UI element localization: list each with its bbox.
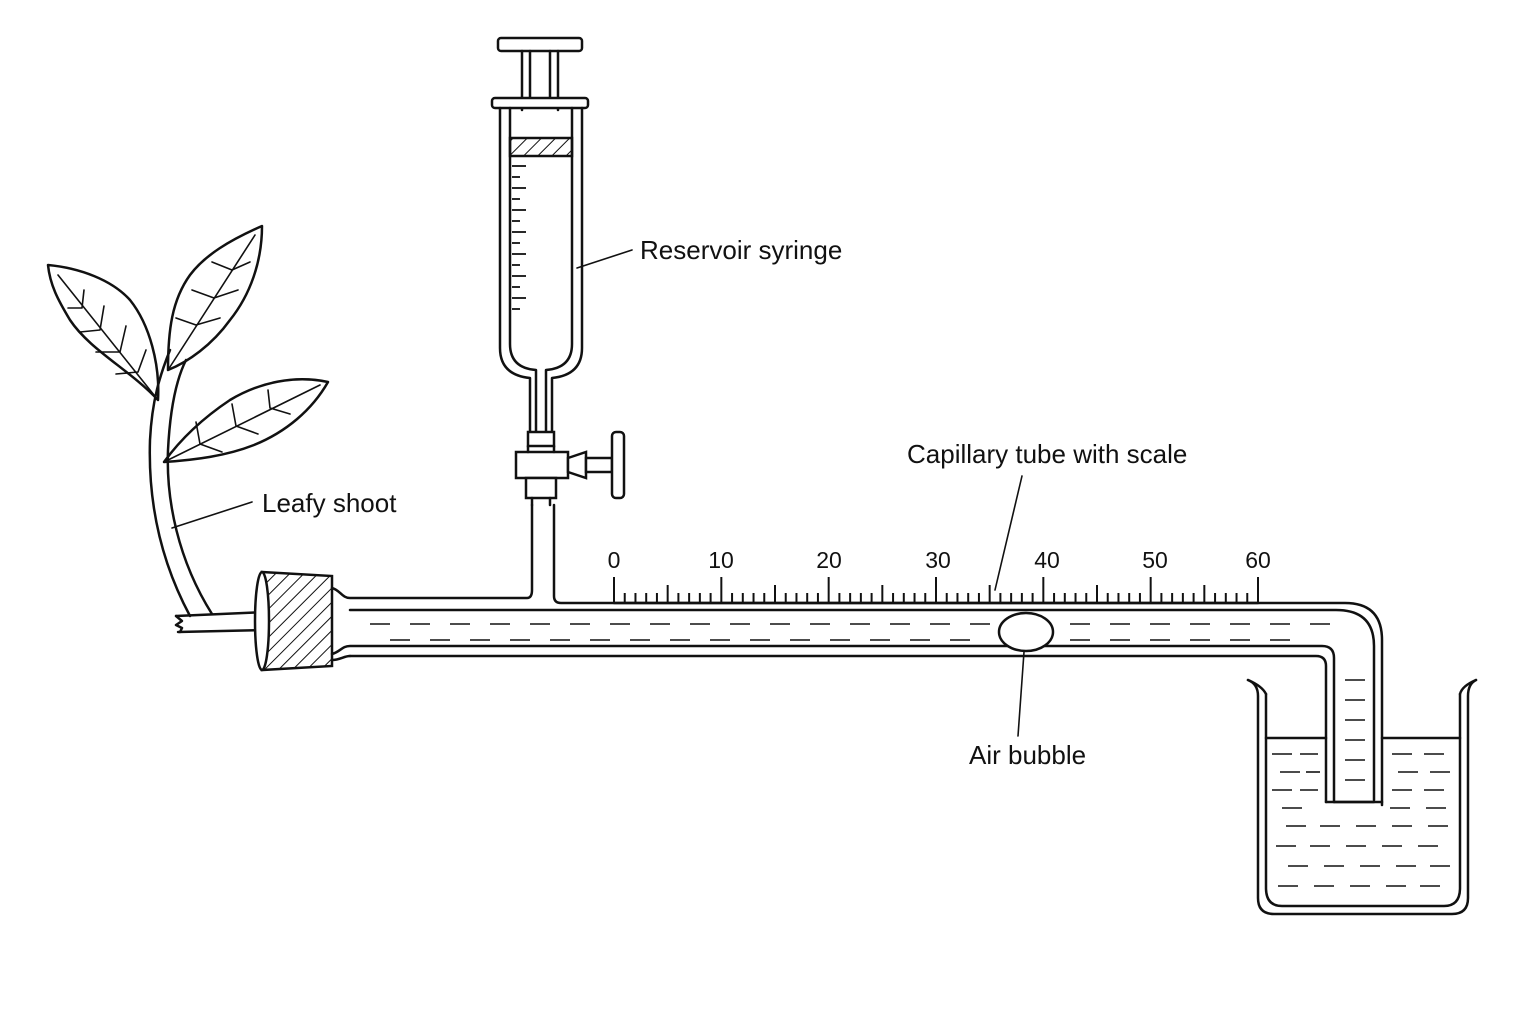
air-bubble bbox=[997, 611, 1055, 653]
scale-number-40: 40 bbox=[1034, 547, 1060, 573]
stopcock-tap[interactable] bbox=[514, 430, 626, 507]
scale-ticks bbox=[613, 577, 1259, 603]
beaker-water bbox=[1272, 753, 1450, 887]
scale-number-0: 0 bbox=[608, 547, 621, 573]
rubber-bung bbox=[253, 570, 334, 672]
label-capillary-tube: Capillary tube with scale bbox=[907, 439, 1187, 469]
reservoir-syringe bbox=[490, 36, 590, 434]
label-reservoir-syringe: Reservoir syringe bbox=[640, 235, 842, 265]
leader-lines bbox=[171, 249, 1025, 737]
leafy-shoot bbox=[46, 224, 330, 634]
scale-number-60: 60 bbox=[1245, 547, 1271, 573]
label-leafy-shoot: Leafy shoot bbox=[262, 488, 397, 518]
tube-water bbox=[370, 623, 1365, 781]
label-air-bubble: Air bubble bbox=[969, 740, 1086, 770]
syringe-graduations bbox=[512, 165, 526, 310]
scale-number-10: 10 bbox=[708, 547, 734, 573]
scale-number-30: 30 bbox=[925, 547, 951, 573]
scale: 0 10 20 30 40 50 60 bbox=[608, 547, 1271, 605]
scale-number-50: 50 bbox=[1142, 547, 1168, 573]
capillary-tube bbox=[330, 503, 1384, 807]
scale-number-20: 20 bbox=[816, 547, 842, 573]
beaker-of-water bbox=[1246, 678, 1478, 916]
